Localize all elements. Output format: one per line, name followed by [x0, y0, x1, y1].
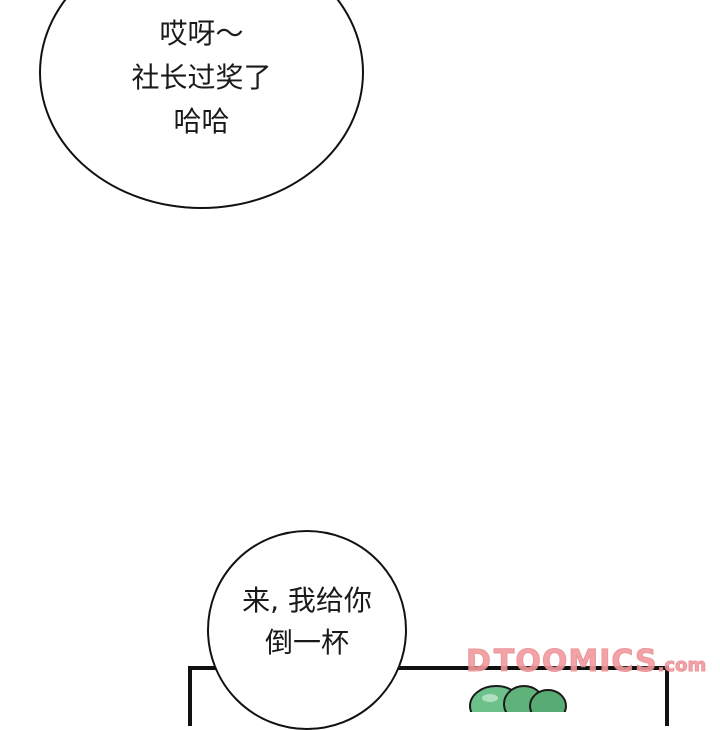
watermark-brand: TOOMICS	[493, 644, 658, 680]
speech-bubble-top	[39, 0, 364, 209]
speech-bubble-bottom-text: 来, 我给你 倒一杯	[242, 584, 372, 659]
toomics-watermark: DTOOMICS.com	[466, 644, 707, 680]
toomics-logo-icon: D	[466, 644, 492, 680]
speech-bubble-top-text: 哎呀～ 社长过奖了 哈哈	[131, 17, 272, 138]
watermark-suffix: .com	[657, 655, 707, 677]
